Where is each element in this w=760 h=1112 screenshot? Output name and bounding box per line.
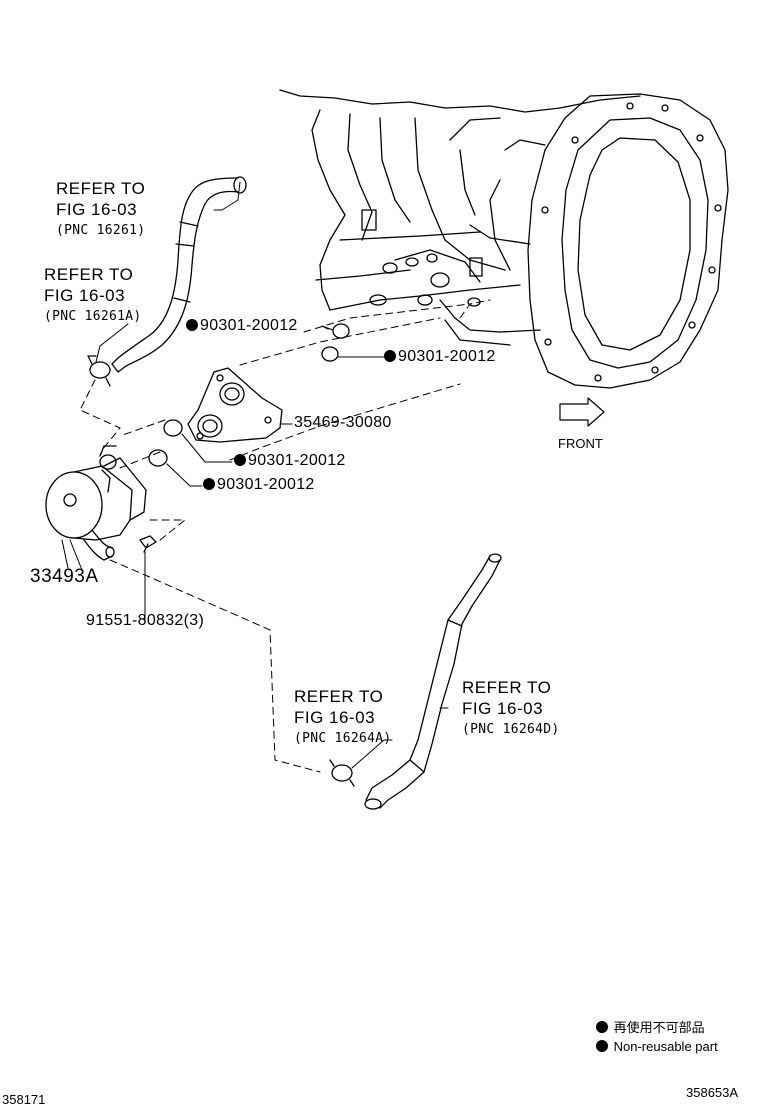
part-number: 35469-30080 bbox=[294, 414, 392, 431]
footer-right-code-text: 358653A bbox=[686, 1085, 739, 1100]
part-label-gasket-mid-1: 90301-20012 bbox=[234, 452, 346, 470]
refer-lower-clamp-pnc: (PNC 16264A) bbox=[294, 731, 392, 746]
part-label-bolt: 91551-80832(3) bbox=[86, 612, 204, 630]
upper-hose bbox=[111, 176, 247, 373]
refer-upper-hose-pnc: (PNC 16261) bbox=[56, 223, 146, 238]
refer-upper-hose-line1: REFER TO bbox=[56, 179, 146, 198]
refer-lower-hose-line2: FIG 16-03 bbox=[462, 699, 544, 718]
o-ring-gaskets bbox=[148, 323, 350, 467]
footer-right-code: 358653A bbox=[686, 1085, 738, 1100]
part-label-cooler: 33493A bbox=[30, 566, 99, 588]
part-label-gasket-top-right: 90301-20012 bbox=[384, 348, 496, 366]
legend-en: Non-reusable part bbox=[596, 1039, 718, 1054]
front-text: FRONT bbox=[558, 436, 603, 451]
refer-upper-clamp-line2: FIG 16-03 bbox=[44, 286, 126, 305]
part-number: 33493A bbox=[30, 566, 99, 587]
refer-lower-hose-line1: REFER TO bbox=[462, 678, 552, 697]
part-number: 90301-20012 bbox=[398, 348, 496, 365]
refer-upper-hose-line2: FIG 16-03 bbox=[56, 200, 138, 219]
transmission-housing bbox=[279, 89, 729, 389]
refer-upper-clamp-line1: REFER TO bbox=[44, 265, 134, 284]
refer-lower-clamp-line2: FIG 16-03 bbox=[294, 708, 376, 727]
lower-hose bbox=[364, 553, 502, 810]
non-reusable-dot-icon bbox=[203, 478, 215, 490]
part-label-gasket-mid-2: 90301-20012 bbox=[203, 476, 315, 494]
cooler-adapter bbox=[187, 367, 283, 443]
oil-cooler bbox=[45, 445, 147, 561]
refer-upper-clamp-pnc: (PNC 16261A) bbox=[44, 309, 142, 324]
leader-lines bbox=[61, 181, 449, 769]
non-reusable-dot-icon bbox=[384, 350, 396, 362]
legend-jp-text: 再使用不可部品 bbox=[613, 1021, 705, 1036]
front-label: FRONT bbox=[558, 436, 603, 451]
non-reusable-dot-icon bbox=[186, 319, 198, 331]
lower-clamp bbox=[329, 759, 355, 787]
refer-lower-clamp: REFER TO FIG 16-03 (PNC 16264A) bbox=[294, 686, 392, 749]
upper-clamp bbox=[87, 355, 111, 387]
bolt bbox=[139, 535, 157, 553]
part-number: 90301-20012 bbox=[248, 452, 346, 469]
refer-lower-hose: REFER TO FIG 16-03 (PNC 16264D) bbox=[462, 677, 560, 740]
part-label-adapter: 35469-30080 bbox=[294, 414, 392, 432]
non-reusable-dot-icon bbox=[234, 454, 246, 466]
legend-dot-icon bbox=[596, 1021, 608, 1033]
footer-left-code-text: 358171 bbox=[2, 1092, 46, 1107]
refer-upper-hose: REFER TO FIG 16-03 (PNC 16261) bbox=[56, 178, 145, 241]
part-number: 90301-20012 bbox=[217, 476, 315, 493]
part-number: 91551-80832(3) bbox=[86, 612, 205, 629]
front-arrow-icon bbox=[559, 397, 605, 427]
refer-lower-clamp-line1: REFER TO bbox=[294, 687, 384, 706]
legend-jp: 再使用不可部品 bbox=[596, 1017, 705, 1036]
refer-lower-hose-pnc: (PNC 16264D) bbox=[462, 722, 560, 737]
part-label-gasket-top-left: 90301-20012 bbox=[186, 317, 298, 335]
legend-dot-icon bbox=[596, 1040, 608, 1052]
legend-en-text: Non-reusable part bbox=[613, 1039, 718, 1054]
footer-left-code: 358171 bbox=[2, 1092, 45, 1107]
guide-lines bbox=[79, 299, 491, 773]
part-number: 90301-20012 bbox=[200, 317, 298, 334]
refer-upper-clamp: REFER TO FIG 16-03 (PNC 16261A) bbox=[44, 264, 142, 327]
